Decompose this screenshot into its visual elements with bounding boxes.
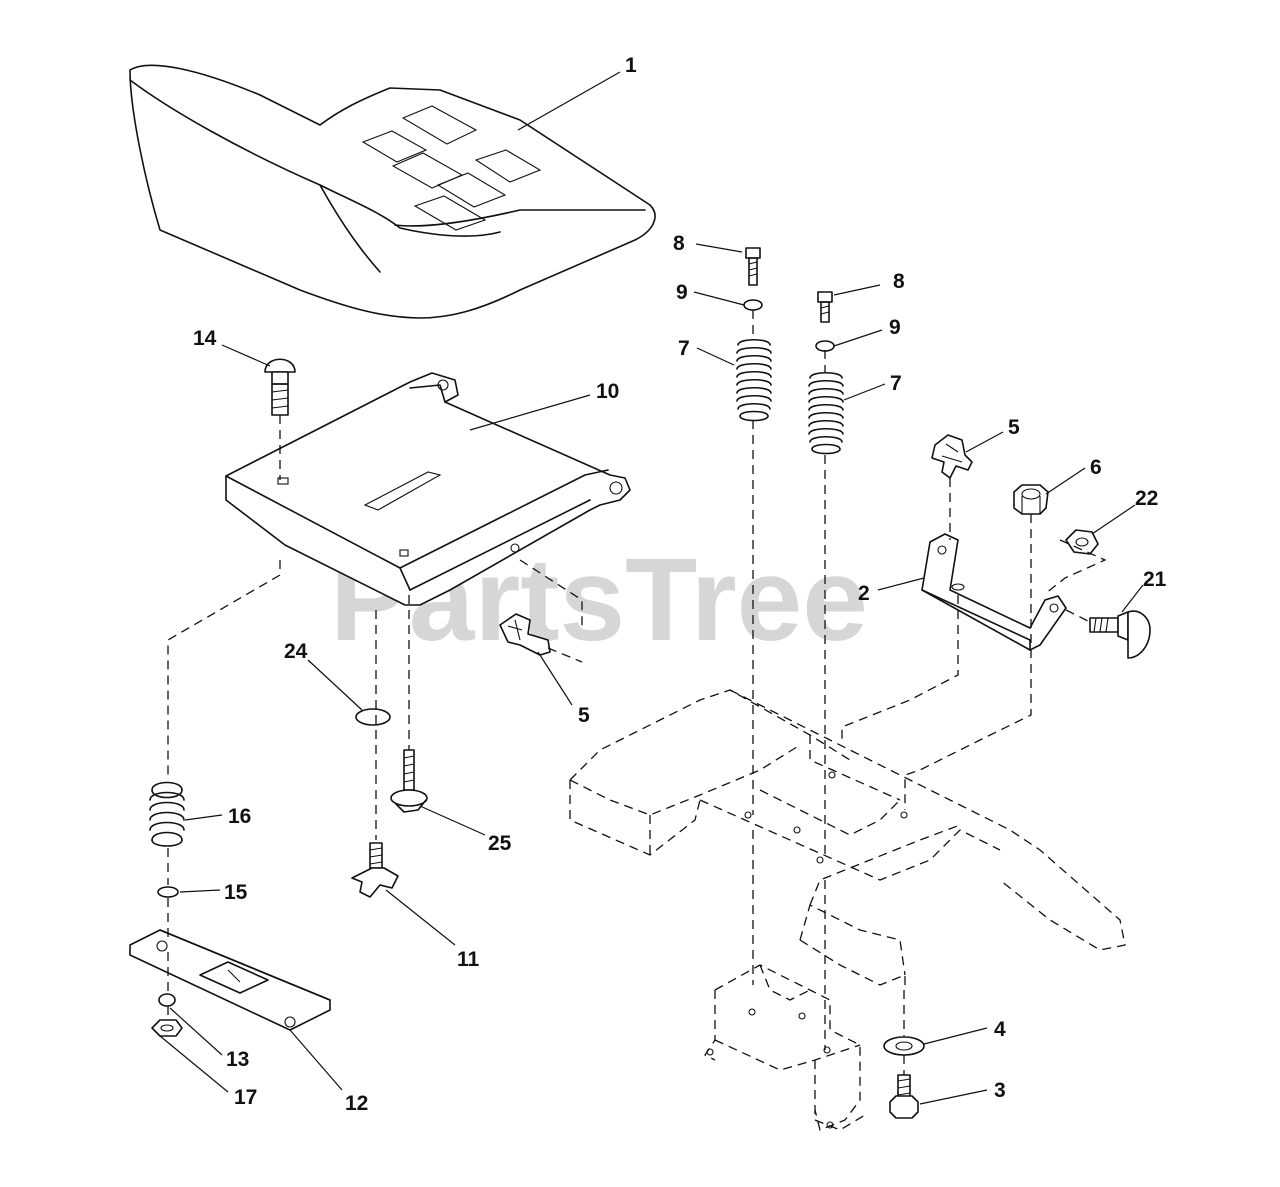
callout-25: 25 [488,832,512,855]
seat-clip-5-lower-part[interactable] [499,613,551,656]
callout-17: 17 [234,1086,257,1109]
callout-6: 6 [1090,456,1102,479]
callout-14: 14 [193,327,217,350]
callout-1: 1 [625,54,637,77]
callout-5-upper: 5 [1008,416,1020,439]
spring-7-right-part[interactable] [808,371,844,455]
carriage-bolt-part[interactable] [264,358,296,416]
callout-9-left: 9 [676,281,688,304]
seat-clip-5-upper-part[interactable] [931,434,973,479]
callout-12: 12 [345,1092,368,1115]
leader-lines [159,71,1144,1105]
spring-7-left-part[interactable] [736,338,772,422]
knob-11-part[interactable] [351,842,399,898]
screw-8-left-part[interactable] [745,247,761,286]
callout-11: 11 [457,948,480,971]
callout-16: 16 [228,805,251,828]
washer-24-part[interactable] [355,708,391,726]
callout-8-right: 8 [893,270,905,293]
callout-7-right: 7 [890,372,902,395]
lock-nut-6-part[interactable] [1013,484,1049,515]
callout-4: 4 [994,1018,1006,1041]
callout-13: 13 [226,1048,249,1071]
callout-2: 2 [858,582,870,605]
callout-9-right: 9 [889,316,901,339]
callout-15: 15 [224,881,248,904]
callout-7-left: 7 [678,337,690,360]
callout-labels: 1 10 14 16 15 12 13 17 24 25 11 5 8 9 7 … [193,54,1167,1115]
washer-9-right-part[interactable] [815,340,835,352]
screw-8-right-part[interactable] [817,291,833,323]
callout-5-lower: 5 [578,704,590,727]
washer-9-left-part[interactable] [743,299,763,311]
callout-24: 24 [284,640,308,663]
spring-16-part[interactable] [149,781,185,847]
callout-3: 3 [994,1079,1006,1102]
hex-bolt-3-part[interactable] [889,1074,919,1119]
callout-22: 22 [1135,487,1158,510]
mounting-bracket-12-part[interactable] [129,929,331,1031]
washer-13-part[interactable] [158,993,176,1007]
bolt-25-part[interactable] [390,749,428,813]
tractor-frame-reference [569,689,1126,1131]
nut-22-part[interactable] [1065,529,1099,555]
callout-10: 10 [596,380,619,403]
callout-21: 21 [1143,568,1167,591]
seat-plate-part[interactable] [225,372,631,606]
assembly-lines [167,310,1107,1075]
washer-15-part[interactable] [157,886,179,898]
mounting-bracket-2-part[interactable] [921,533,1067,651]
callout-8-left: 8 [673,232,685,255]
flat-washer-4-part[interactable] [883,1036,925,1056]
shoulder-bolt-21-part[interactable] [1089,610,1151,659]
seat-part[interactable] [129,64,656,319]
nut-17-part[interactable] [151,1019,183,1037]
